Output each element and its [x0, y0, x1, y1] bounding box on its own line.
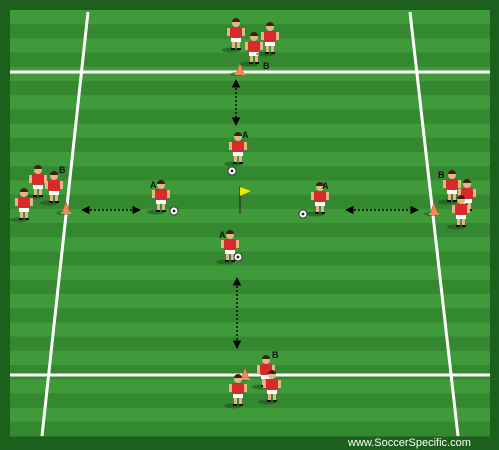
grass-stripe	[10, 95, 490, 110]
grass-stripe	[10, 208, 490, 224]
label-b: B	[263, 61, 270, 71]
grass-stripe	[10, 336, 490, 352]
ball-icon	[233, 252, 243, 262]
watermark: www.SoccerSpecific.com	[347, 437, 471, 449]
ball-icon	[298, 209, 308, 219]
grass-stripe	[10, 166, 490, 181]
grass-stripe	[10, 379, 490, 394]
grass-stripe	[10, 66, 490, 82]
grass-stripe	[10, 350, 490, 366]
right-line	[408, 11, 460, 437]
grass-stripe	[10, 294, 490, 309]
grass-stripe	[10, 81, 490, 96]
label-a: A	[322, 181, 329, 191]
grass-stripe	[10, 322, 490, 338]
grass-stripe	[10, 251, 490, 267]
grass-stripe	[10, 393, 490, 409]
ball-icon	[227, 166, 237, 176]
grass-stripe	[10, 152, 490, 167]
grass-stripe	[10, 407, 490, 423]
grass-stripe	[10, 123, 490, 139]
grass-stripe	[10, 194, 490, 210]
flag-icon	[239, 186, 251, 214]
label-b: B	[272, 350, 279, 360]
label-a: A	[150, 180, 157, 190]
grass-stripe	[10, 308, 490, 323]
grass-stripe	[10, 223, 490, 238]
grass-stripe	[10, 279, 490, 295]
ball-icon	[169, 206, 179, 216]
label-a: A	[219, 230, 226, 240]
grass-stripe	[10, 265, 490, 281]
grass-stripes	[10, 10, 490, 437]
grass-stripe	[10, 365, 490, 380]
grass-stripe	[10, 137, 490, 153]
grass-stripe	[10, 180, 490, 196]
grass-stripe	[10, 10, 490, 25]
label-a: A	[242, 130, 249, 140]
grass-stripe	[10, 109, 490, 125]
grass-stripe	[10, 24, 490, 39]
grass-stripe	[10, 237, 490, 252]
grass-stripe	[10, 421, 490, 437]
left-line	[40, 11, 90, 437]
label-b: B	[438, 170, 445, 180]
label-b: B	[59, 165, 66, 175]
